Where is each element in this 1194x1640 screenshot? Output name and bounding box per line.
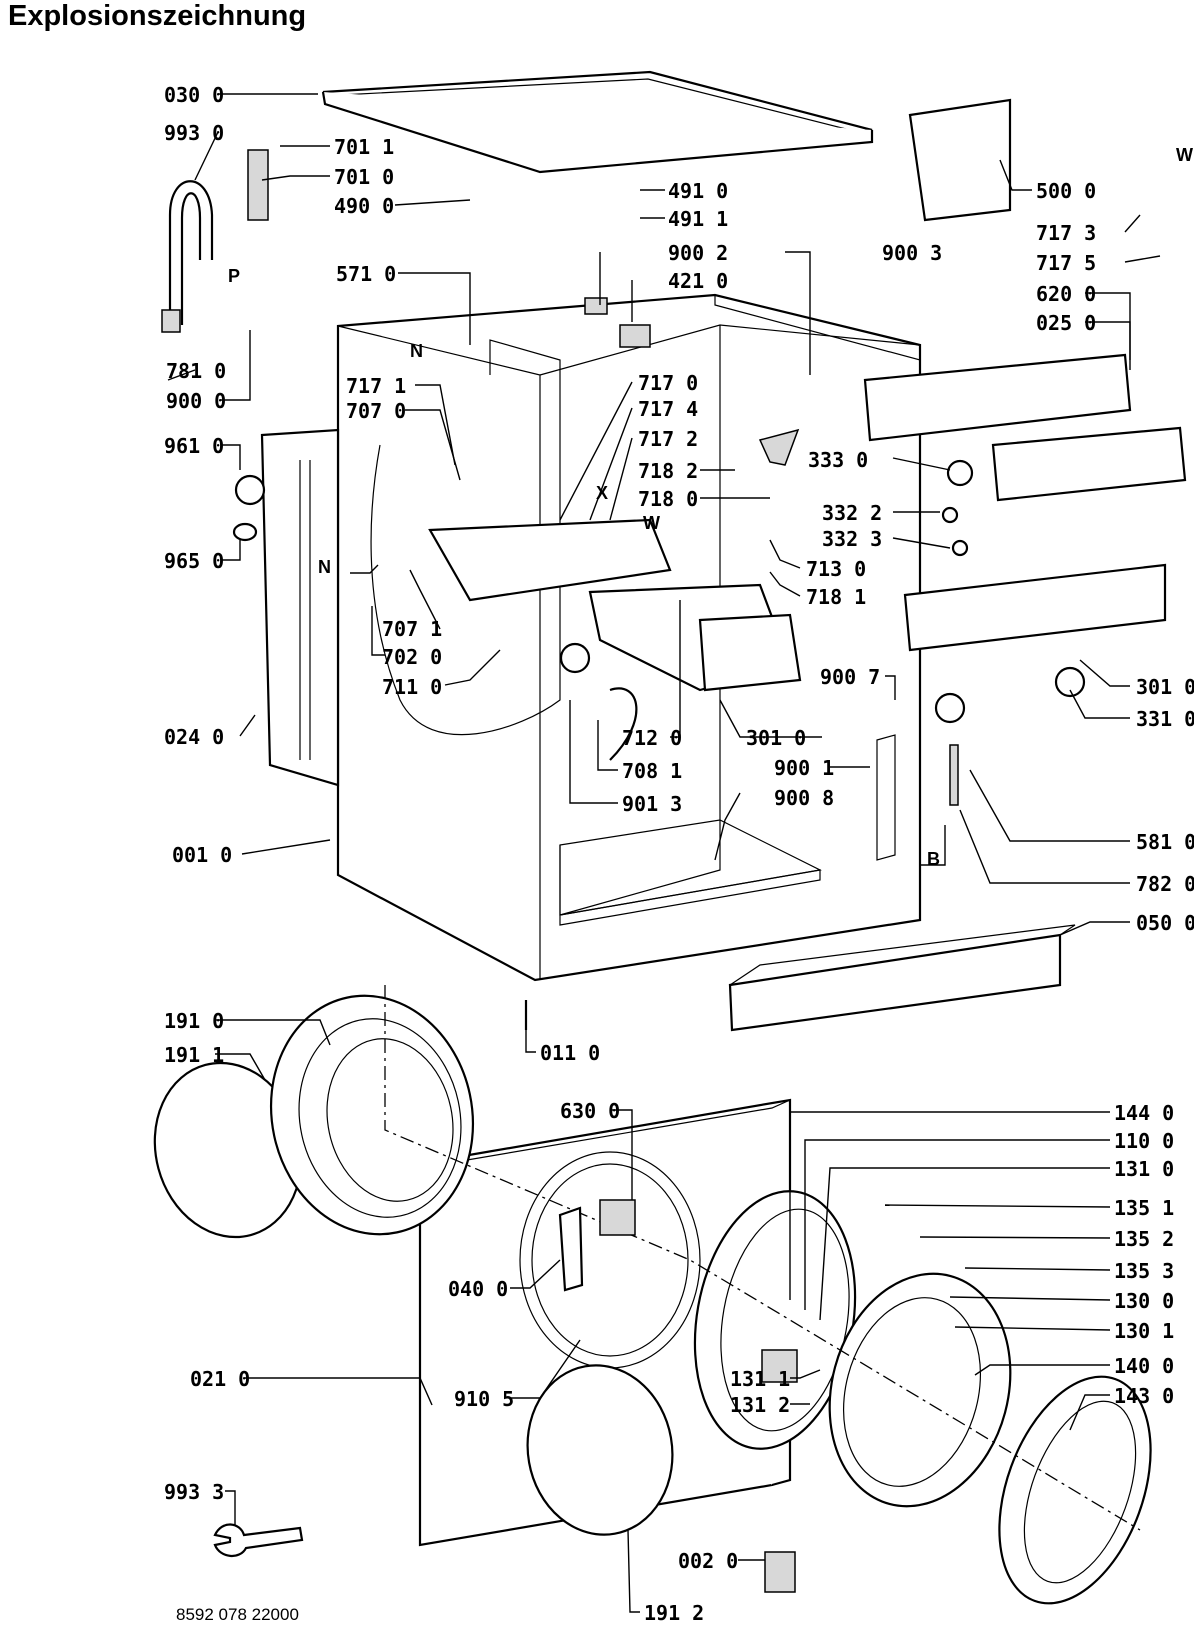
part-label: 717 1	[346, 374, 406, 398]
page-title: Explosionszeichnung	[8, 0, 307, 32]
part-label: 717 4	[638, 397, 698, 421]
part-label: 581 0	[1136, 830, 1194, 854]
part-label: 025 0	[1036, 311, 1096, 335]
marker-p: P	[228, 266, 240, 286]
part-label: 001 0	[172, 843, 232, 867]
part-label: 191 1	[164, 1043, 224, 1067]
small-parts	[232, 297, 1086, 1593]
part-label: 331 0	[1136, 707, 1194, 731]
part-label: 332 3	[822, 527, 882, 551]
part-label: 782 0	[1136, 872, 1194, 896]
door-seal-left	[153, 994, 475, 1239]
part-label: 131 2	[730, 1393, 790, 1417]
top-cover	[321, 70, 874, 174]
part-label: 130 0	[1114, 1289, 1174, 1313]
part-label-group: 030 0 993 0 701 1 701 0 490 0 491 0 491 …	[164, 83, 1194, 1625]
part-label: 110 0	[1114, 1129, 1174, 1153]
part-label: 630 0	[560, 1099, 620, 1123]
part-label: 701 1	[334, 135, 394, 159]
marker-b: B	[927, 849, 940, 869]
part-label: 140 0	[1114, 1354, 1174, 1378]
front-panel	[418, 1098, 792, 1547]
part-label: 707 0	[346, 399, 406, 423]
part-label: 021 0	[190, 1367, 250, 1391]
part-label: 024 0	[164, 725, 224, 749]
part-label: 718 2	[638, 459, 698, 483]
marker-w-outer: W	[1176, 145, 1193, 165]
part-label: 191 0	[164, 1009, 224, 1033]
part-label: 135 1	[1114, 1196, 1174, 1220]
part-label: 718 0	[638, 487, 698, 511]
part-label: 707 1	[382, 617, 442, 641]
document-number: 8592 078 22000	[176, 1605, 299, 1624]
part-label: 143 0	[1114, 1384, 1174, 1408]
control-panel-pcb	[728, 98, 1187, 1032]
part-label: 711 0	[382, 675, 442, 699]
part-label: 713 0	[806, 557, 866, 581]
part-label: 620 0	[1036, 282, 1096, 306]
part-label: 571 0	[336, 262, 396, 286]
wrench-icon	[213, 1523, 304, 1557]
part-label: 050 0	[1136, 911, 1194, 935]
part-label: 900 2	[668, 241, 728, 265]
part-label: 901 3	[622, 792, 682, 816]
part-label: 900 1	[774, 756, 834, 780]
part-label: 717 3	[1036, 221, 1096, 245]
leader-lines	[167, 93, 1161, 1613]
part-label: 910 5	[454, 1387, 514, 1411]
part-label: 191 2	[644, 1601, 704, 1625]
part-label: 491 1	[668, 207, 728, 231]
part-label: 708 1	[622, 759, 682, 783]
part-label: 717 2	[638, 427, 698, 451]
part-label: 781 0	[166, 359, 226, 383]
marker-w-inner: W	[643, 513, 660, 533]
part-label: 130 1	[1114, 1319, 1174, 1343]
part-label: 135 3	[1114, 1259, 1174, 1283]
part-label: 900 7	[820, 665, 880, 689]
part-label: 717 0	[638, 371, 698, 395]
part-label: 301 0	[746, 726, 806, 750]
inlet-hose	[161, 149, 269, 333]
part-label: 961 0	[164, 434, 224, 458]
part-label: 900 0	[166, 389, 226, 413]
part-label: 965 0	[164, 549, 224, 573]
part-label: 002 0	[678, 1549, 738, 1573]
part-label: 900 3	[882, 241, 942, 265]
part-label: 131 0	[1114, 1157, 1174, 1181]
part-label: 500 0	[1036, 179, 1096, 203]
door-ring-assembly	[526, 1190, 1152, 1605]
part-label: 332 2	[822, 501, 882, 525]
marker-n-lower: N	[318, 557, 331, 577]
side-panel	[260, 428, 340, 787]
part-label: 030 0	[164, 83, 224, 107]
part-label: 135 2	[1114, 1227, 1174, 1251]
part-label: 993 0	[164, 121, 224, 145]
marker-n-upper: N	[410, 341, 423, 361]
part-label: 144 0	[1114, 1101, 1174, 1125]
part-label: 702 0	[382, 645, 442, 669]
marker-x: X	[596, 483, 608, 503]
part-label: 040 0	[448, 1277, 508, 1301]
part-label: 011 0	[540, 1041, 600, 1065]
part-label: 900 8	[774, 786, 834, 810]
detergent-drawer	[428, 518, 802, 692]
part-label: 718 1	[806, 585, 866, 609]
part-label: 421 0	[668, 269, 728, 293]
part-label: 717 5	[1036, 251, 1096, 275]
part-label: 333 0	[808, 448, 868, 472]
part-label: 491 0	[668, 179, 728, 203]
part-label: 131 1	[730, 1367, 790, 1391]
part-label: 712 0	[622, 726, 682, 750]
part-label: 301 0	[1136, 675, 1194, 699]
part-label: 993 3	[164, 1480, 224, 1504]
part-label: 701 0	[334, 165, 394, 189]
part-label: 490 0	[334, 194, 394, 218]
